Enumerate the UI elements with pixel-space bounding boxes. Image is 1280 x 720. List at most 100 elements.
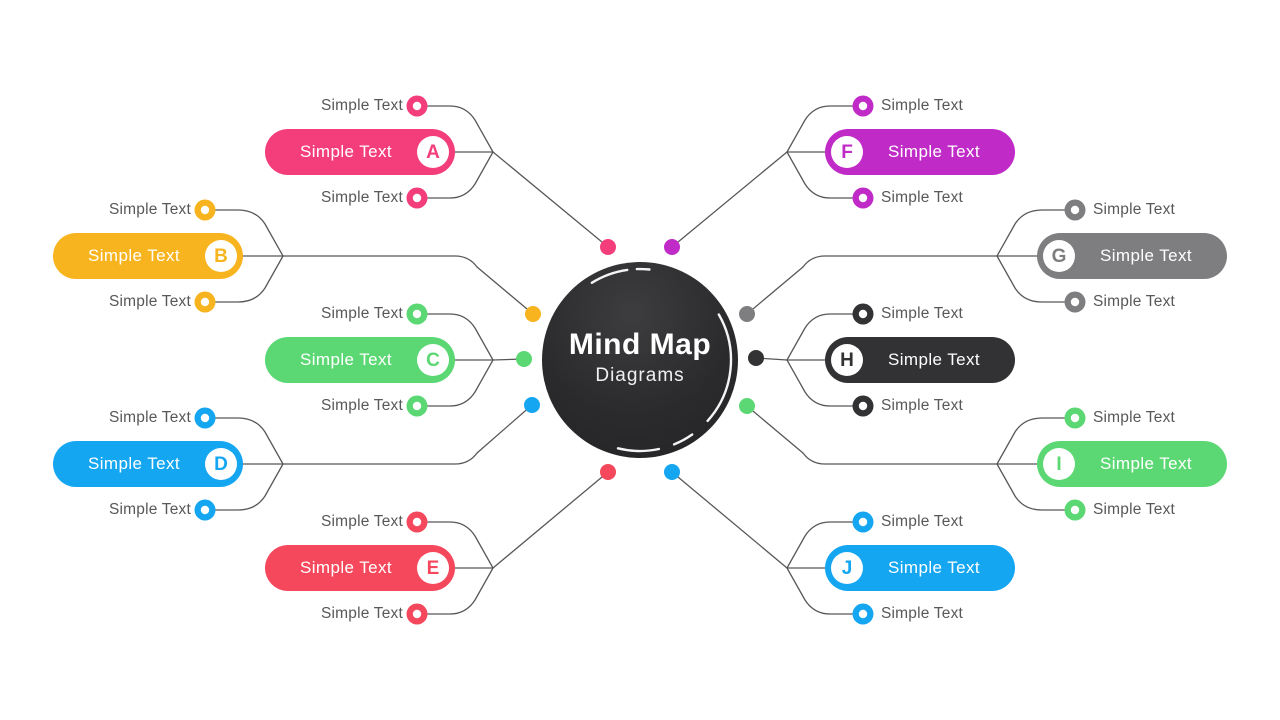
sub-topic-label: Simple Text [881, 305, 964, 322]
center-topic-circle: Mind Map Diagrams [542, 262, 738, 458]
branch-letter: B [214, 245, 228, 267]
connector-b-bottom [214, 255, 284, 303]
diagram-subtitle: Diagrams [595, 364, 685, 386]
bullet-hole [858, 101, 868, 111]
sub-topic-label: Simple Text [881, 605, 964, 622]
connector-j-main [671, 471, 848, 569]
bullet-dots [194, 95, 1086, 625]
branch-letter: G [1051, 245, 1067, 267]
connector-f-top [786, 105, 854, 153]
bullet-hole [858, 517, 868, 527]
branch-node-b: Simple Text B [53, 233, 243, 279]
branch-letter: F [841, 141, 853, 163]
sub-topic-label: Simple Text [881, 397, 964, 414]
connector-d-bottom [214, 463, 284, 511]
branch-letter: H [840, 349, 854, 371]
connector-f-bottom [786, 151, 854, 199]
bullet-hole [412, 101, 422, 111]
connector-g-main [746, 255, 1060, 315]
bullet-hole [412, 517, 422, 527]
connector-c-top [426, 313, 494, 361]
connector-e-top [426, 521, 494, 569]
connector-j-bottom [786, 567, 854, 615]
branch-badge-f: F [831, 136, 863, 168]
bullet-hole [1070, 505, 1080, 515]
sub-topic-label: Simple Text [1093, 501, 1176, 518]
connector-a-bottom [426, 151, 494, 199]
branch-label: Simple Text [888, 558, 980, 577]
bullet-hole [200, 297, 210, 307]
connector-e-main [432, 471, 609, 569]
sub-topic-label: Simple Text [1093, 409, 1176, 426]
branch-label: Simple Text [88, 454, 180, 473]
sub-topic-label: Simple Text [881, 513, 964, 530]
sub-topic-label: Simple Text [108, 293, 191, 310]
branch-label: Simple Text [1100, 454, 1192, 473]
arc-right [706, 313, 733, 423]
bullet-hole [412, 309, 422, 319]
branch-node-a: Simple Text A [265, 129, 455, 175]
bullet-hole [858, 193, 868, 203]
connector-c-bottom [426, 359, 494, 407]
branch-badge-c: C [417, 344, 449, 376]
connector-b-main [220, 255, 534, 315]
sub-topic-label: Simple Text [881, 97, 964, 114]
arc-bottom [616, 447, 661, 453]
branch-label: Simple Text [888, 350, 980, 369]
bullet-hole [412, 609, 422, 619]
connector-j-top [786, 521, 854, 569]
bullet-hole [412, 401, 422, 411]
hub-dot-j [664, 464, 680, 480]
bullet-hole [1070, 413, 1080, 423]
branch-badge-e: E [417, 552, 449, 584]
hub-dot-h [748, 350, 764, 366]
hub-dot-g [739, 306, 755, 322]
branch-letter: E [426, 557, 440, 579]
branch-label: Simple Text [1100, 246, 1192, 265]
connector-d-top [214, 417, 284, 465]
sub-topic-label: Simple Text [1093, 293, 1176, 310]
branch-node-f: Simple Text F [825, 129, 1015, 175]
decorative-arcs [590, 267, 733, 453]
bullet-hole [200, 505, 210, 515]
connector-a-main [432, 151, 609, 248]
bullet-hole [858, 609, 868, 619]
arc-top-left [590, 268, 629, 284]
sub-topic-label: Simple Text [320, 513, 403, 530]
connector-f-main [671, 151, 848, 248]
sub-topic-label: Simple Text [320, 97, 403, 114]
sub-topic-label: Simple Text [108, 409, 191, 426]
branch-node-c: Simple Text C [265, 337, 455, 383]
hub-dot-f [664, 239, 680, 255]
sub-topic-label: Simple Text [320, 189, 403, 206]
hub-dot-a [600, 239, 616, 255]
sub-topic-label: Simple Text [108, 201, 191, 218]
arc-bottom-right-dash [672, 433, 694, 446]
branch-letter: D [214, 453, 228, 475]
branch-node-d: Simple Text D [53, 441, 243, 487]
hub-dots [516, 239, 764, 480]
connector-b-top [214, 209, 284, 257]
bullet-hole [200, 205, 210, 215]
branch-letter: I [1056, 453, 1062, 475]
hub-dot-d [524, 397, 540, 413]
branch-badge-i: I [1043, 448, 1075, 480]
sub-topic-label: Simple Text [108, 501, 191, 518]
diagram-title: Mind Map [568, 327, 712, 361]
connector-h-bottom [786, 359, 854, 407]
branch-badge-j: J [831, 552, 863, 584]
branch-label: Simple Text [888, 142, 980, 161]
connector-e-bottom [426, 567, 494, 615]
bullet-hole [200, 413, 210, 423]
branch-label: Simple Text [300, 142, 392, 161]
branch-letter: C [426, 349, 440, 371]
sub-topic-label: Simple Text [320, 605, 403, 622]
branch-node-i: Simple Text I [1037, 441, 1227, 487]
branch-label: Simple Text [88, 246, 180, 265]
branch-node-g: Simple Text G [1037, 233, 1227, 279]
connector-a-top [426, 105, 494, 153]
connector-i-top [996, 417, 1066, 465]
branch-badge-d: D [205, 448, 237, 480]
